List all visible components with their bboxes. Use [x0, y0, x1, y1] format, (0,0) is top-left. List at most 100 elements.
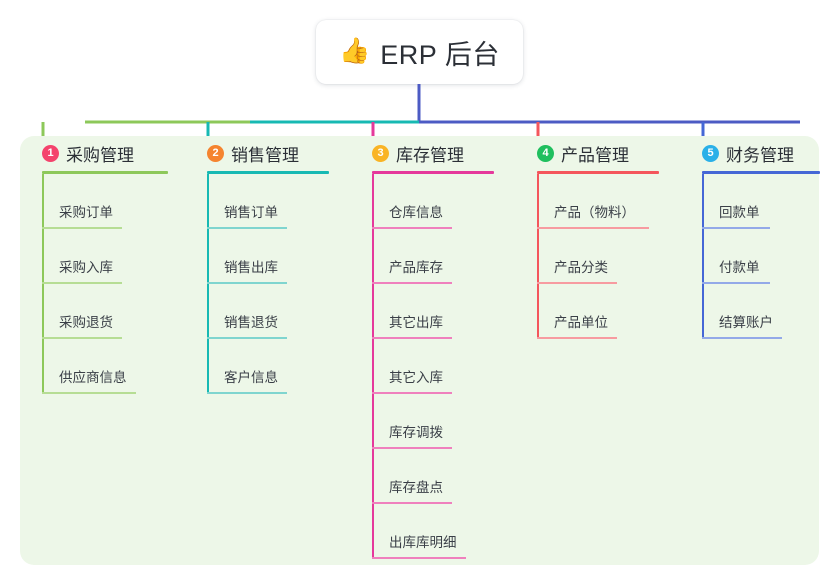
leaf-item[interactable]: 采购退货	[31, 284, 181, 339]
leaf-item-underline	[372, 392, 452, 394]
leaf-item-underline	[702, 227, 770, 229]
branch-number-badge: 3	[372, 144, 389, 162]
branch-title: 财务管理	[726, 145, 794, 165]
branch-header-underline	[372, 171, 494, 174]
branch-header-underline	[207, 171, 329, 174]
leaf-item[interactable]: 产品分类	[526, 229, 686, 284]
leaf-item-label: 产品（物料）	[554, 205, 635, 220]
leaf-item-underline	[702, 337, 782, 339]
leaf-item-underline	[537, 282, 617, 284]
thumbs-up-icon: 👍	[339, 36, 371, 65]
leaf-item[interactable]: 产品（物料）	[526, 174, 686, 229]
branch-leaf-list: 仓库信息产品库存其它出库其它入库库存调拨库存盘点出库库明细	[361, 174, 511, 559]
leaf-item[interactable]: 销售出库	[196, 229, 346, 284]
leaf-item[interactable]: 销售退货	[196, 284, 346, 339]
branch-number-badge: 1	[42, 144, 59, 162]
leaf-item-underline	[42, 392, 136, 394]
leaf-item-label: 采购订单	[59, 205, 113, 220]
leaf-item-label: 库存调拨	[389, 425, 443, 440]
branch-title: 库存管理	[396, 145, 464, 165]
leaf-item-underline	[372, 557, 466, 559]
branch-leaf-list: 产品（物料） 产品分类产品单位	[526, 174, 686, 339]
leaf-item-underline	[702, 282, 770, 284]
leaf-item[interactable]: 付款单	[691, 229, 831, 284]
leaf-item-label: 采购入库	[59, 260, 113, 275]
branch-leaf-list: 回款单付款单结算账户	[691, 174, 831, 339]
leaf-item-underline	[42, 337, 122, 339]
branch-spine	[702, 174, 704, 339]
leaf-item-underline	[207, 282, 287, 284]
branch-number-badge: 4	[537, 144, 554, 162]
leaf-item-label: 产品库存	[389, 260, 443, 275]
leaf-item[interactable]: 仓库信息	[361, 174, 511, 229]
branch-column-3: 3 库存管理仓库信息产品库存其它出库其它入库库存调拨库存盘点出库库明细	[361, 136, 511, 559]
branch-spine	[207, 174, 209, 394]
root-node-title: ERP 后台	[380, 39, 500, 70]
leaf-item[interactable]: 产品单位	[526, 284, 686, 339]
leaf-item-label: 其它出库	[389, 315, 443, 330]
leaf-item[interactable]: 其它入库	[361, 339, 511, 394]
leaf-item[interactable]: 出库库明细	[361, 504, 511, 559]
branch-title: 产品管理	[561, 145, 629, 165]
branch-header-3[interactable]: 3 库存管理	[361, 136, 511, 170]
leaf-item[interactable]: 供应商信息	[31, 339, 181, 394]
leaf-item-label: 付款单	[719, 260, 760, 275]
leaf-item-underline	[42, 227, 122, 229]
branch-leaf-list: 采购订单采购入库采购退货供应商信息	[31, 174, 181, 394]
leaf-item[interactable]: 其它出库	[361, 284, 511, 339]
leaf-item-underline	[372, 337, 452, 339]
leaf-item-label: 产品分类	[554, 260, 608, 275]
branch-header-underline	[537, 171, 659, 174]
leaf-item-underline	[372, 502, 452, 504]
leaf-item-label: 回款单	[719, 205, 760, 220]
leaf-item[interactable]: 库存盘点	[361, 449, 511, 504]
leaf-item[interactable]: 结算账户	[691, 284, 831, 339]
leaf-item[interactable]: 回款单	[691, 174, 831, 229]
leaf-item-label: 客户信息	[224, 370, 278, 385]
branch-spine	[372, 174, 374, 559]
branch-header-4[interactable]: 4 产品管理	[526, 136, 686, 170]
leaf-item-underline	[372, 282, 452, 284]
root-node-erp-backend[interactable]: 👍 ERP 后台	[316, 20, 523, 84]
leaf-item[interactable]: 库存调拨	[361, 394, 511, 449]
leaf-item-underline	[42, 282, 122, 284]
branch-number-badge: 5	[702, 144, 719, 162]
branch-column-5: 5 财务管理回款单付款单结算账户	[691, 136, 831, 339]
branch-spine	[42, 174, 44, 394]
branch-leaf-list: 销售订单销售出库销售退货客户信息	[196, 174, 346, 394]
leaf-item-label: 销售退货	[224, 315, 278, 330]
leaf-item-label: 供应商信息	[59, 370, 127, 385]
leaf-item-underline	[537, 227, 649, 229]
leaf-item-label: 仓库信息	[389, 205, 443, 220]
leaf-item-label: 采购退货	[59, 315, 113, 330]
leaf-item-underline	[372, 227, 452, 229]
leaf-item-label: 库存盘点	[389, 480, 443, 495]
branch-header-1[interactable]: 1 采购管理	[31, 136, 181, 170]
leaf-item[interactable]: 产品库存	[361, 229, 511, 284]
branch-number-badge: 2	[207, 144, 224, 162]
leaf-item-label: 销售出库	[224, 260, 278, 275]
branch-spine	[537, 174, 539, 339]
branch-column-1: 1 采购管理采购订单采购入库采购退货供应商信息	[31, 136, 181, 394]
branch-header-underline	[42, 171, 168, 174]
leaf-item-label: 产品单位	[554, 315, 608, 330]
branch-column-4: 4 产品管理产品（物料） 产品分类产品单位	[526, 136, 686, 339]
leaf-item[interactable]: 销售订单	[196, 174, 346, 229]
leaf-item-underline	[207, 227, 287, 229]
leaf-item-underline	[207, 392, 287, 394]
leaf-item[interactable]: 采购入库	[31, 229, 181, 284]
leaf-item-underline	[372, 447, 452, 449]
leaf-item-underline	[207, 337, 287, 339]
leaf-item-label: 其它入库	[389, 370, 443, 385]
branch-header-5[interactable]: 5 财务管理	[691, 136, 831, 170]
leaf-item-underline	[537, 337, 617, 339]
leaf-item-label: 出库库明细	[389, 535, 457, 550]
leaf-item[interactable]: 客户信息	[196, 339, 346, 394]
leaf-item[interactable]: 采购订单	[31, 174, 181, 229]
leaf-item-label: 销售订单	[224, 205, 278, 220]
branch-title: 采购管理	[66, 145, 134, 165]
